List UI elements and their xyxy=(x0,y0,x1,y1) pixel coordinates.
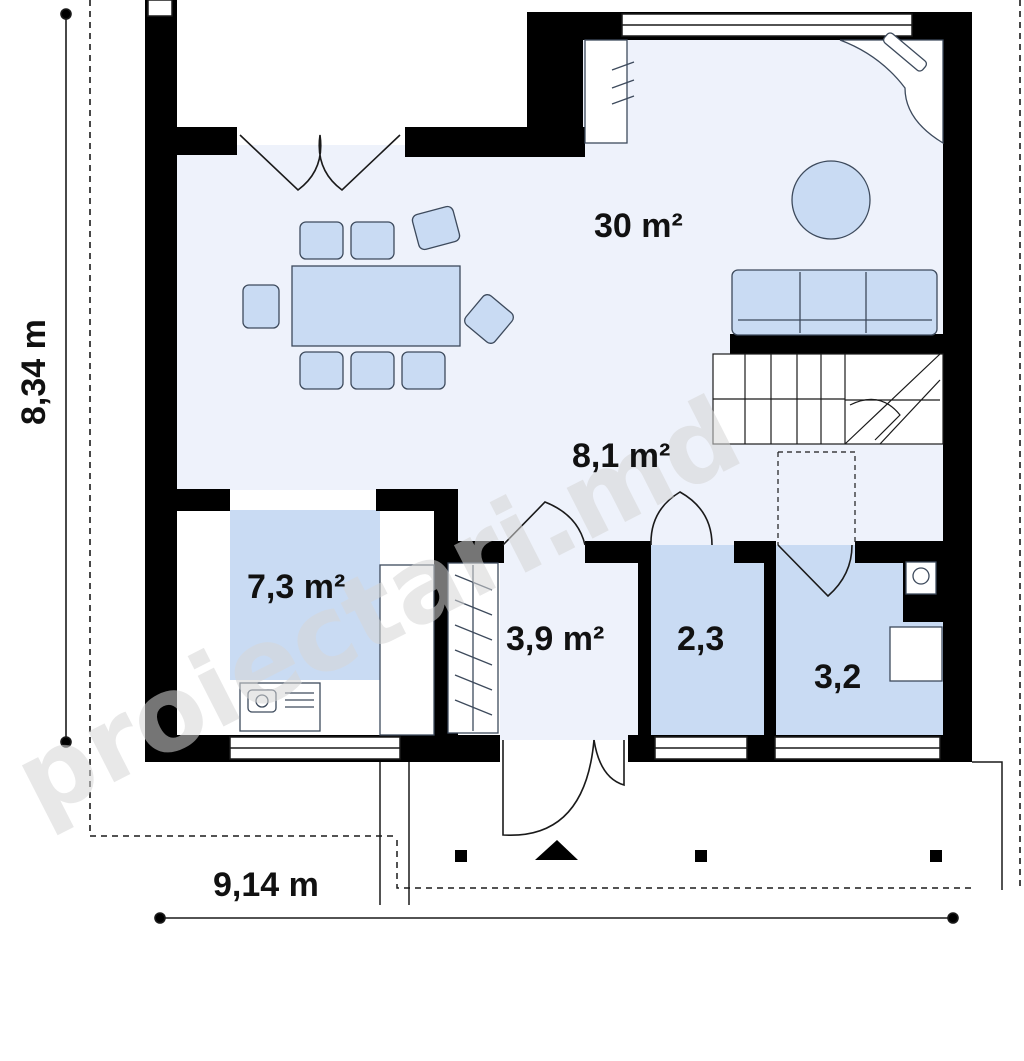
wc-floor xyxy=(650,545,765,735)
kitchen-counter xyxy=(379,564,435,736)
furniture xyxy=(239,32,944,736)
porch-post xyxy=(455,850,467,862)
porch-outline xyxy=(379,761,1003,905)
hall-floor xyxy=(455,440,943,545)
doors xyxy=(239,134,853,836)
wc-door xyxy=(650,491,713,546)
entry-floor xyxy=(500,545,640,740)
chair xyxy=(242,284,280,329)
depth-dimension-label: 8,34 m xyxy=(15,319,53,425)
porch-post xyxy=(695,850,707,862)
chair xyxy=(350,221,395,260)
wall-stair-top xyxy=(730,334,945,354)
porch-dashed xyxy=(396,840,972,889)
plot-outline-dashed xyxy=(89,0,397,837)
wall-bath-top xyxy=(855,541,945,563)
dining-table xyxy=(291,265,461,347)
chair xyxy=(411,205,461,251)
chair xyxy=(350,351,395,390)
sofa xyxy=(731,269,938,336)
entry-closet-door xyxy=(502,501,586,546)
wall-right xyxy=(943,12,972,762)
dimension-lines xyxy=(60,0,1021,924)
wall-closet-top xyxy=(434,541,504,563)
fireplace xyxy=(584,39,628,144)
room-area-hall: 8,1 m² xyxy=(572,437,670,475)
window-top-left xyxy=(147,0,173,17)
wall-wc-top xyxy=(734,541,774,563)
chair xyxy=(401,351,446,390)
wall-left xyxy=(145,0,177,762)
stair-landing-dashed xyxy=(777,451,856,545)
chair xyxy=(299,221,344,260)
room-area-kitchen: 7,3 m² xyxy=(247,568,345,606)
chair xyxy=(464,294,514,344)
room-area-wc: 2,3 xyxy=(677,620,724,658)
room-area-bath: 3,2 xyxy=(814,658,861,696)
terrace-door-swing xyxy=(239,134,401,192)
bathtub xyxy=(889,626,943,682)
stairs xyxy=(712,353,944,545)
entrance-arrow-icon xyxy=(535,840,578,860)
chair xyxy=(299,351,344,390)
porch xyxy=(379,761,1003,905)
room-area-entry: 3,9 m² xyxy=(506,620,604,658)
windows xyxy=(147,0,941,760)
front-door-leaf xyxy=(593,739,625,787)
wall-entry-top xyxy=(585,541,650,563)
round-table xyxy=(791,160,871,240)
wall-inner-top-b xyxy=(405,127,585,157)
porch-post xyxy=(930,850,942,862)
room-area-living: 30 m² xyxy=(594,207,683,245)
kitchen-work-floor xyxy=(230,510,380,680)
wall-kitchen-top-a xyxy=(177,489,230,511)
width-dimension-label: 9,14 m xyxy=(213,866,319,904)
front-door xyxy=(502,739,595,836)
bath-door xyxy=(777,544,853,598)
wall-entry-right xyxy=(638,541,651,741)
wall-inner-top-a xyxy=(177,127,237,155)
wall-wc-right xyxy=(764,541,776,741)
